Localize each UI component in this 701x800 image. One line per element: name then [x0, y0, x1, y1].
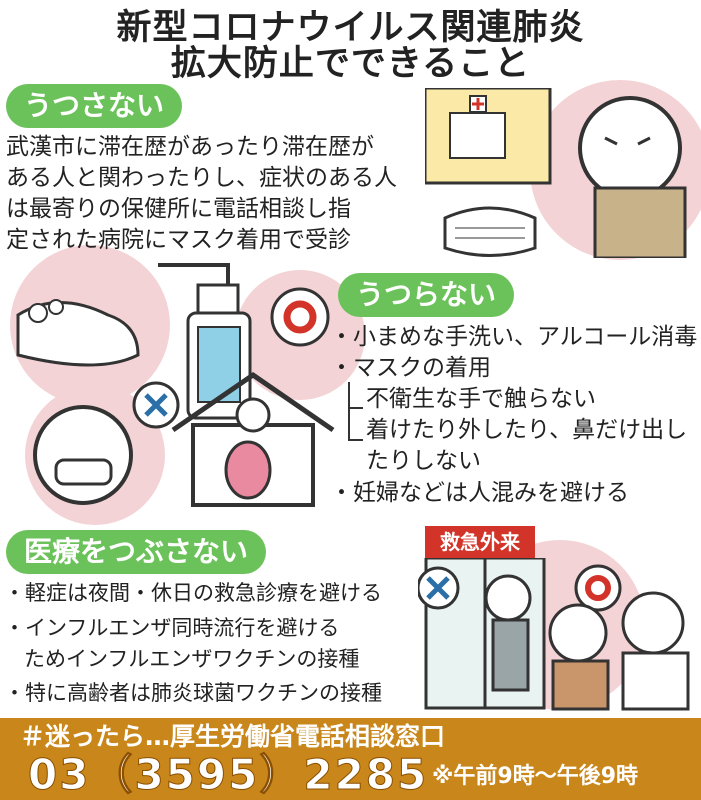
section2-item2: ・マスクの着用: [330, 355, 491, 381]
section2-heading: うつらない: [338, 273, 515, 317]
section3-heading: 医療をつぶさない: [6, 530, 267, 574]
check-circle-icon: [270, 287, 330, 347]
sick-person-icon: [578, 96, 687, 258]
sub-item-connector: [348, 382, 363, 441]
section3-item3: ・特に高齢者は肺炎球菌ワクチンの接種: [4, 681, 382, 705]
section1-heading: うつさない: [6, 84, 183, 128]
section1-line4: 定された病院にマスク着用で受診: [6, 227, 351, 253]
footer-hours: ※午前9時～午後9時: [432, 764, 639, 789]
doctor-patient-icon: [548, 564, 690, 711]
cross-icon: [132, 381, 180, 429]
section2-subitem1: 不衛生な手で触らない: [366, 386, 596, 412]
home-pregnant-icon: [171, 371, 335, 507]
child-mask-icon: [33, 405, 133, 505]
section3-item1: ・軽症は夜間・休日の救急診療を避ける: [4, 581, 382, 605]
section2-item1: ・小まめな手洗い、アルコール消毒: [330, 324, 698, 350]
section2-item3: ・妊婦などは人混みを避ける: [330, 480, 629, 506]
mask-icon: [443, 206, 537, 257]
sick-person-illustration: [425, 88, 687, 258]
section1-line3: は最寄りの保健所に電話相談し指: [6, 196, 351, 222]
section1-line2: ある人と関わったりし、症状のある人: [6, 165, 397, 191]
page-title-line1: 新型コロナウイルス関連肺炎: [116, 8, 585, 48]
section2-subitem2: 着けたり外したり、鼻だけ出し: [366, 417, 688, 443]
page-title-line2: 拡大防止でできること: [170, 44, 531, 84]
ambulance-door-icon: [418, 558, 546, 710]
section3-item2: ・インフルエンザ同時流行を避ける: [4, 616, 340, 640]
section2-subitem2-cont: たりしない: [366, 448, 481, 474]
footer-bar: [0, 718, 701, 800]
hand-washing-icon: [16, 299, 140, 367]
hospital-icon: [425, 88, 552, 185]
er-illustration: [418, 558, 690, 711]
section3-item2-cont: ためインフルエンザワクチンの接種: [24, 647, 360, 671]
prevention-illustration: [16, 263, 335, 507]
footer-hotline-label: ＃迷ったら…厚生労働省電話相談窓口: [20, 722, 446, 751]
er-sign: 救急外来: [425, 526, 535, 558]
footer-phone-number: 03（3595）2285: [27, 750, 429, 799]
section1-line1: 武漢市に滞在歴があったり滞在歴が: [6, 134, 374, 160]
